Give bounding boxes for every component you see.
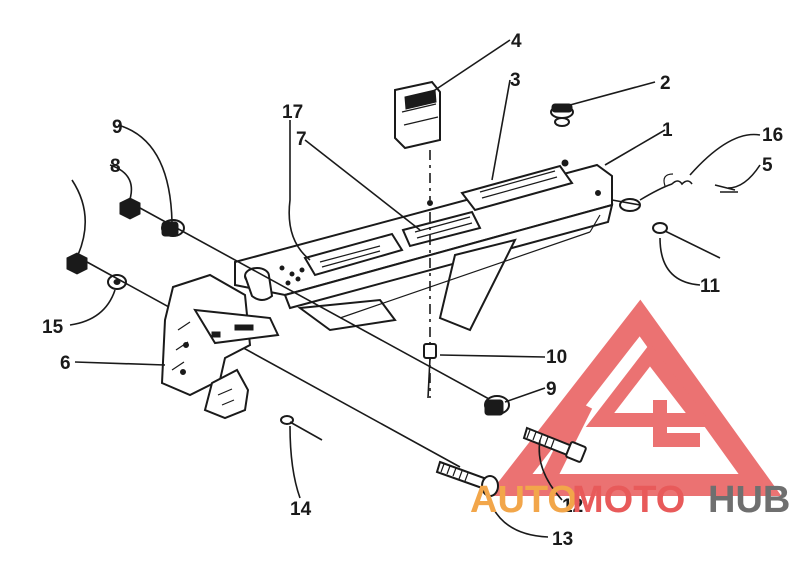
callout-5: 5 [762, 155, 773, 176]
callout-3: 3 [510, 70, 521, 91]
decal-3 [460, 164, 574, 212]
svg-text:AUTO: AUTO [470, 479, 577, 521]
callout-1: 1 [662, 120, 673, 141]
callout-10: 10 [546, 347, 567, 368]
spacer-part-9-lower [484, 395, 510, 416]
callout-9-lower: 9 [546, 379, 557, 400]
clip-part-4 [394, 80, 441, 150]
callout-7: 7 [296, 129, 307, 150]
watermark-text: AUTO MOTO HUB [470, 479, 790, 521]
callout-14: 14 [290, 499, 312, 520]
bracket-part-6 [160, 273, 280, 397]
watermark-logo [487, 299, 782, 496]
callout-labels: 4 3 2 1 16 5 17 7 9 8 15 6 10 9 11 12 13… [42, 31, 783, 550]
decal-17 [303, 232, 404, 277]
rivet-part-11 [652, 222, 721, 259]
svg-text:MOTO: MOTO [572, 479, 685, 521]
spacer-part-9-upper [161, 219, 185, 237]
bolt-part-12 [522, 426, 587, 463]
spring-part-16 [663, 173, 693, 187]
nut-part-8-lower [66, 252, 88, 275]
washer-part-15 [107, 274, 127, 290]
callout-17: 17 [282, 102, 303, 123]
callout-8: 8 [110, 156, 121, 177]
callout-6: 6 [60, 353, 71, 374]
callout-2: 2 [660, 73, 671, 94]
svg-text:HUB: HUB [708, 479, 790, 521]
bolt-part-13 [435, 460, 499, 497]
callout-15: 15 [42, 317, 64, 338]
callout-13: 13 [552, 529, 573, 550]
rivet-part-14 [280, 415, 323, 441]
callout-16: 16 [762, 125, 783, 146]
grommet-part-2 [550, 103, 574, 127]
callout-4: 4 [511, 31, 522, 52]
washer-part-16-right [619, 183, 673, 212]
decal-7 [401, 210, 482, 248]
callout-9-upper: 9 [112, 117, 123, 138]
callout-12: 12 [562, 496, 583, 517]
callout-11: 11 [700, 276, 721, 297]
bolt-part-10 [423, 343, 437, 399]
leader-lines [69, 39, 761, 538]
pin-part-5 [714, 184, 738, 193]
bushing [244, 267, 274, 301]
plate-part-14 [203, 368, 250, 420]
